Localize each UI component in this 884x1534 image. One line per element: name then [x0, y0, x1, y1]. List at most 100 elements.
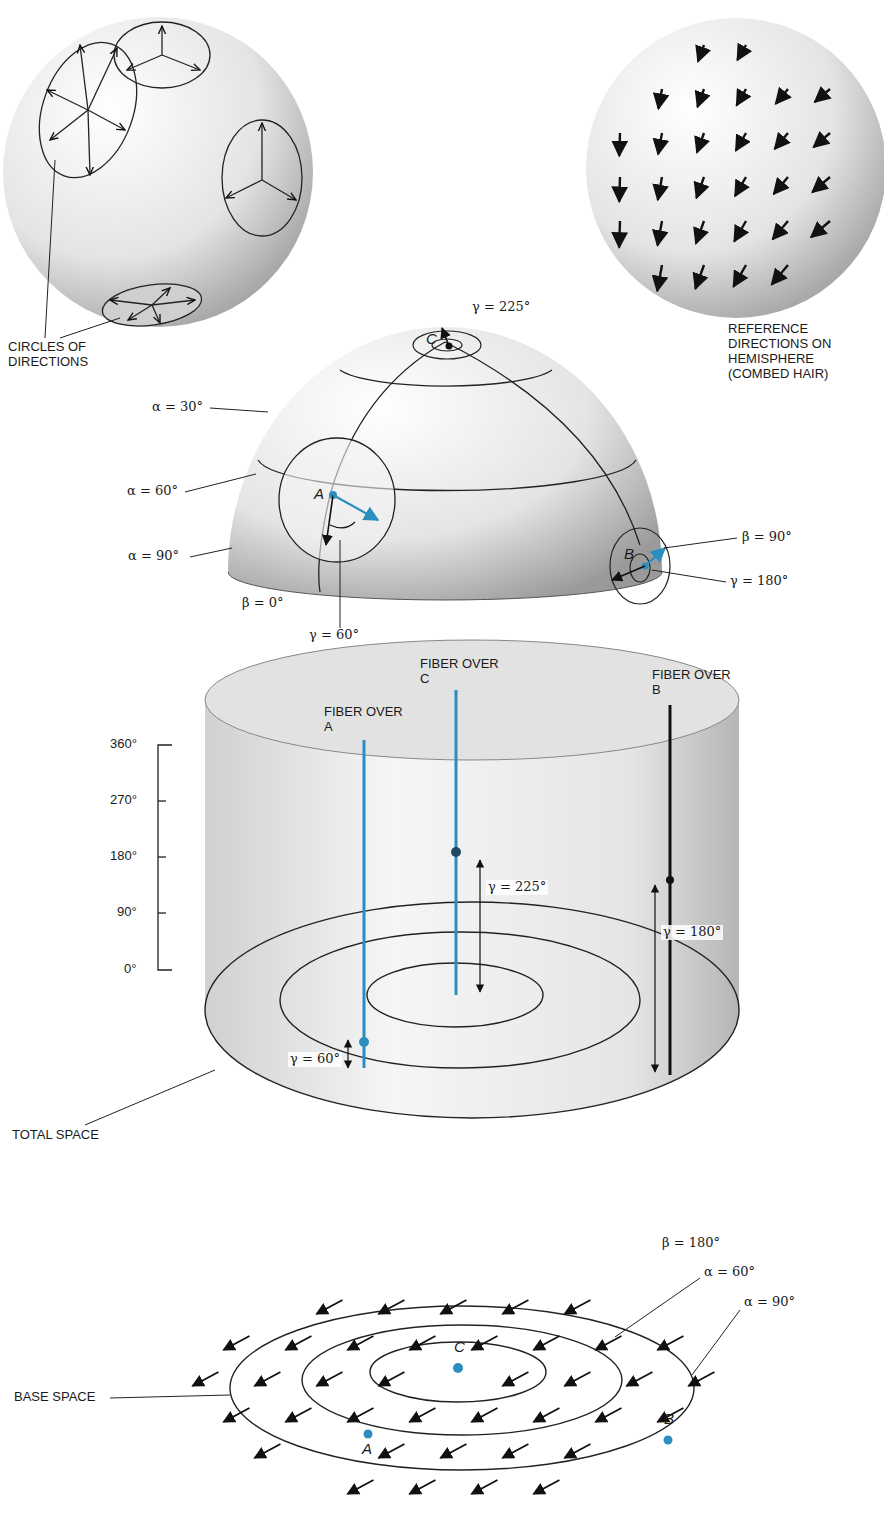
direction-arrow [409, 1336, 435, 1350]
direction-arrow [772, 265, 788, 284]
direction-arrow [696, 177, 704, 198]
direction-arrow [618, 177, 621, 202]
angle-label: γ = 180° [728, 574, 790, 589]
axis-tick: 180° [108, 849, 139, 864]
direction-arrow [564, 1444, 590, 1458]
direction-arrow [254, 1372, 280, 1386]
direction-arrow [776, 89, 788, 104]
direction-arrow [658, 221, 662, 245]
angle-label: γ = 225° [470, 300, 532, 315]
angle-label: α = 30° [150, 400, 205, 415]
direction-arrow [316, 1300, 342, 1314]
direction-arrow [626, 1372, 652, 1386]
angle-label: α = 90° [126, 549, 181, 564]
direction-arrow [409, 1408, 435, 1422]
direction-arrow [658, 177, 662, 200]
angle-label: α = 60° [125, 484, 180, 499]
direction-arrow [774, 177, 788, 194]
direction-arrow [595, 1336, 621, 1350]
direction-arrow [736, 133, 746, 151]
direction-arrow [564, 1372, 590, 1386]
fiber-label: FIBER OVER B [650, 668, 734, 698]
direction-arrow [698, 89, 704, 107]
direction-arrow [695, 265, 704, 289]
direction-arrow [316, 1372, 342, 1386]
direction-arrow [533, 1336, 559, 1350]
angle-label: γ = 180° [661, 925, 723, 940]
direction-arrow [698, 45, 704, 61]
hemisphere [185, 327, 737, 628]
direction-arrow [347, 1336, 373, 1350]
direction-arrow [814, 133, 830, 147]
direction-arrow [657, 265, 662, 291]
angle-label: α = 90° [742, 1295, 797, 1310]
direction-arrow [378, 1444, 404, 1458]
axis-tick: 90° [115, 905, 139, 920]
direction-arrow [735, 177, 746, 196]
direction-arrow [223, 1408, 249, 1422]
axis-tick: 270° [108, 793, 139, 808]
point-label: B [662, 1410, 676, 1427]
direction-arrow [658, 133, 662, 154]
direction-arrow [734, 221, 746, 241]
callout-label: TOTAL SPACE [10, 1128, 101, 1143]
direction-arrow [409, 1480, 435, 1494]
point-label: C [424, 330, 439, 347]
sphere-circles [3, 17, 313, 338]
fiber-label: FIBER OVER A [322, 705, 406, 735]
total-space-cylinder [85, 640, 739, 1125]
point-label: A [360, 1440, 374, 1457]
direction-arrow [697, 133, 704, 152]
direction-arrow [618, 221, 621, 247]
direction-arrow [285, 1336, 311, 1350]
direction-arrow [533, 1480, 559, 1494]
fiber-label: FIBER OVER C [418, 657, 502, 687]
angle-label: γ = 60° [307, 628, 361, 643]
direction-arrow [737, 45, 746, 60]
point-label: A [312, 485, 326, 502]
direction-arrow [471, 1408, 497, 1422]
direction-arrow [773, 221, 788, 239]
direction-arrow [657, 1336, 683, 1350]
direction-arrow [775, 133, 788, 149]
direction-arrow [502, 1300, 528, 1314]
direction-arrow [440, 1300, 466, 1314]
direction-arrow [347, 1408, 373, 1422]
direction-arrow [618, 133, 621, 156]
direction-arrow [815, 89, 830, 102]
direction-arrow [192, 1372, 218, 1386]
angle-label: β = 0° [240, 596, 285, 611]
direction-arrow [737, 89, 746, 105]
direction-arrow [285, 1408, 311, 1422]
direction-arrow [378, 1300, 404, 1314]
angle-label: γ = 60° [288, 1052, 342, 1067]
axis-tick: 0° [122, 962, 138, 977]
point-label: C [452, 1338, 467, 1355]
callout-label: BASE SPACE [12, 1390, 97, 1405]
direction-arrow [502, 1444, 528, 1458]
angle-label: α = 60° [702, 1265, 757, 1280]
direction-arrow [533, 1408, 559, 1422]
point-label: B [622, 545, 636, 562]
direction-arrow [811, 221, 830, 237]
angle-label: γ = 225° [486, 880, 548, 895]
direction-arrow [471, 1480, 497, 1494]
direction-arrow [734, 265, 746, 287]
direction-arrow [378, 1372, 404, 1386]
direction-arrow [347, 1480, 373, 1494]
axis-tick: 360° [108, 737, 139, 752]
direction-arrow [696, 221, 704, 243]
angle-label: β = 90° [740, 530, 794, 545]
base-space [110, 1278, 740, 1494]
callout-label: CIRCLES OF DIRECTIONS [6, 340, 120, 370]
angle-label: β = 180° [660, 1236, 722, 1251]
direction-arrow [223, 1336, 249, 1350]
sphere-combed [586, 18, 884, 318]
direction-arrow [440, 1444, 466, 1458]
direction-arrow [658, 89, 662, 109]
direction-arrow [254, 1444, 280, 1458]
direction-arrow [595, 1408, 621, 1422]
direction-arrow [812, 177, 830, 192]
direction-arrow [471, 1336, 497, 1350]
direction-arrow [502, 1372, 528, 1386]
